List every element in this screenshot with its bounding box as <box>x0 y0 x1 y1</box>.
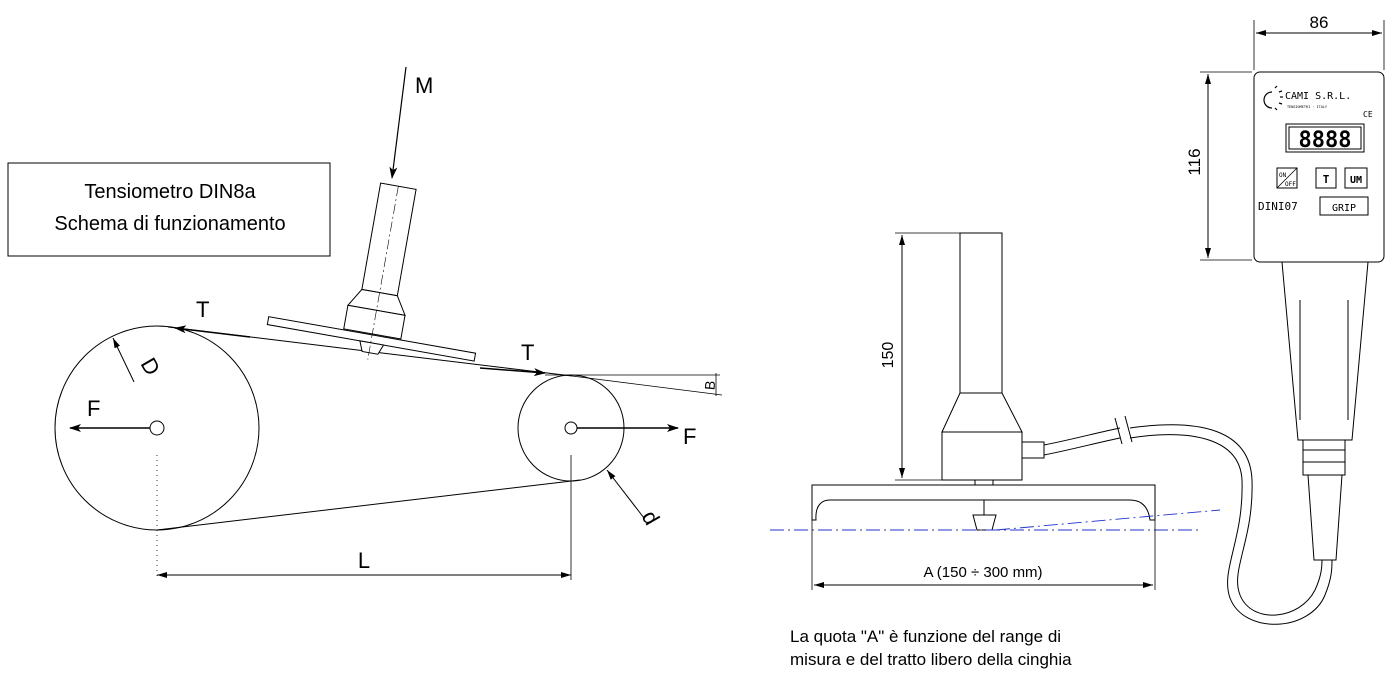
ce-mark: CE <box>1363 110 1373 119</box>
tension-t-mid-arrow <box>479 367 546 377</box>
label-b-angle: B <box>701 380 718 391</box>
device-side-view <box>770 20 1385 625</box>
label-t-top: T <box>196 297 209 322</box>
um-button-label: UM <box>1350 175 1362 186</box>
brand-name: CAMI S.R.L. <box>1285 91 1351 102</box>
label-150: 150 <box>880 342 897 369</box>
model-label: DINI07 <box>1258 200 1298 213</box>
probe-base-bridge <box>811 484 1156 521</box>
label-f-left: F <box>87 396 100 421</box>
label-l: L <box>358 548 370 573</box>
cable-segment-1 <box>1043 427 1121 446</box>
tensiometer-on-belt <box>266 182 477 362</box>
cable-break-1 <box>1114 417 1123 445</box>
belt-deflection-line <box>995 509 1221 531</box>
probe-flare <box>941 392 1023 433</box>
off-label: OFF <box>1285 181 1296 188</box>
tension-t-top-arrow <box>174 325 251 338</box>
probe-cable-exit <box>1021 441 1045 459</box>
angle-line <box>571 375 723 396</box>
probe-upper-body <box>959 232 1003 394</box>
title-line-1: Tensiometro DIN8a <box>84 181 256 203</box>
small-pulley-hub <box>564 421 578 435</box>
probe-head <box>941 431 1023 481</box>
large-pulley-hub <box>149 420 165 436</box>
grip-label-box <box>1319 196 1369 216</box>
display-digits: 8888 <box>1299 128 1352 153</box>
t-button <box>1315 167 1337 189</box>
label-86: 86 <box>1310 13 1329 32</box>
belt-drive-schematic <box>7 66 723 580</box>
display-inner <box>1288 126 1362 150</box>
title-line-2: Schema di funzionamento <box>54 213 285 235</box>
label-f-right: F <box>683 424 696 449</box>
um-button <box>1344 167 1368 189</box>
connector-nut <box>1302 439 1346 476</box>
cami-logo-icon <box>1263 85 1283 111</box>
cable-connector <box>1307 474 1343 561</box>
t-button-label: T <box>1323 173 1330 186</box>
label-m: M <box>415 73 433 98</box>
on-off-button-divider <box>1276 167 1298 189</box>
on-label: ON <box>1279 172 1287 179</box>
cable-segment-2b <box>1129 434 1333 625</box>
cable-segment-1b <box>1043 437 1121 456</box>
radius-small-d-pointer <box>606 469 645 519</box>
label-d-large: D <box>136 353 166 379</box>
label-d-small: d <box>637 506 665 529</box>
label-a-span: A (150 ÷ 300 mm) <box>923 564 1042 581</box>
probe-tip <box>972 514 997 531</box>
brand-subtitle: TENSIOMETRI · ITALY <box>1287 105 1328 109</box>
cable-segment-2 <box>1129 424 1323 616</box>
radius-d-pointer <box>112 337 135 383</box>
grip-label: GRIP <box>1332 203 1356 214</box>
title-box <box>7 162 331 257</box>
label-116: 116 <box>1185 148 1204 175</box>
belt-bottom <box>156 479 581 531</box>
force-m-arrow <box>389 66 407 179</box>
tensiometer-axis <box>367 186 399 360</box>
device-handle <box>1281 261 1369 441</box>
label-t-mid: T <box>521 340 534 365</box>
tensiometer-tip <box>359 340 385 355</box>
note-line-1: La quota "A" è funzione del range di <box>790 627 1061 646</box>
note-line-2: misura e del tratto libero della cinghia <box>790 650 1072 669</box>
